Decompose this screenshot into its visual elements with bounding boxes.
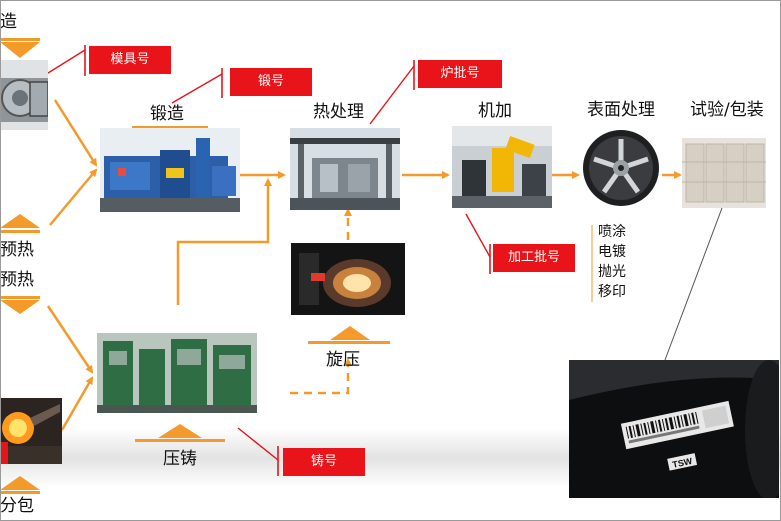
leader-machining-batch [465,213,491,258]
label-heat-treatment: 热处理 [313,102,364,122]
label-test-pack: 试验/包装 [690,100,764,120]
label-forging-partial: 造 [0,12,17,32]
marker-cast [158,424,202,438]
arrow-ladle-to-cast [60,376,94,431]
tag-furnace-batch: 炉批号 [418,60,502,88]
photo-packaging [682,138,766,208]
label-surface-treatment: 表面处理 [587,100,655,120]
photo-machining-robot [452,126,552,208]
marker-preheat-down [0,300,40,314]
photo-die-casting [97,333,257,413]
leader-casting-no [237,427,279,461]
leader-forge-no [171,73,223,104]
arrow-preheat-to-forge [49,168,98,226]
label-preheat-2: 预热 [0,270,34,290]
surface-method-print: 移印 [598,284,626,300]
surface-method-spray: 喷涂 [598,224,626,240]
leader-label-photo [664,198,727,361]
label-spinning: 旋压 [326,350,360,370]
label-preheat-1: 预热 [0,240,34,260]
photo-finished-wheel [580,128,662,208]
surface-method-plate: 电镀 [598,244,626,260]
tag-casting-no: 铸号 [283,448,365,476]
marker-preheat-up [0,214,40,228]
photo-barcode-label: TSW [569,360,779,498]
photo-molten-ladle [0,398,62,464]
tag-machining-batch: 加工批号 [493,244,575,272]
brand-label: TSW [672,456,694,470]
photo-heat-treatment [290,128,400,210]
arrow-cast-to-heat [176,178,272,305]
arrow-die-to-forge [53,99,98,167]
photo-forging-die [0,60,48,130]
arrow-cast-to-spin [290,358,352,395]
tag-forge-no: 锻号 [230,68,312,96]
leader-furnace-batch [369,65,415,125]
arrow-preheat-to-cast [46,305,94,374]
tag-mold-no: 模具号 [89,46,171,74]
label-casting: 压铸 [163,449,197,469]
photo-spinning [291,243,405,315]
marker-spin [330,326,370,340]
label-machining: 机加 [478,101,512,121]
photo-forging-press [100,128,240,212]
label-ladle: 分包 [0,496,34,516]
label-forging: 锻造 [150,104,184,124]
surface-method-polish: 抛光 [598,264,626,280]
marker-ladle [0,476,40,490]
marker-forging-top [0,42,40,58]
